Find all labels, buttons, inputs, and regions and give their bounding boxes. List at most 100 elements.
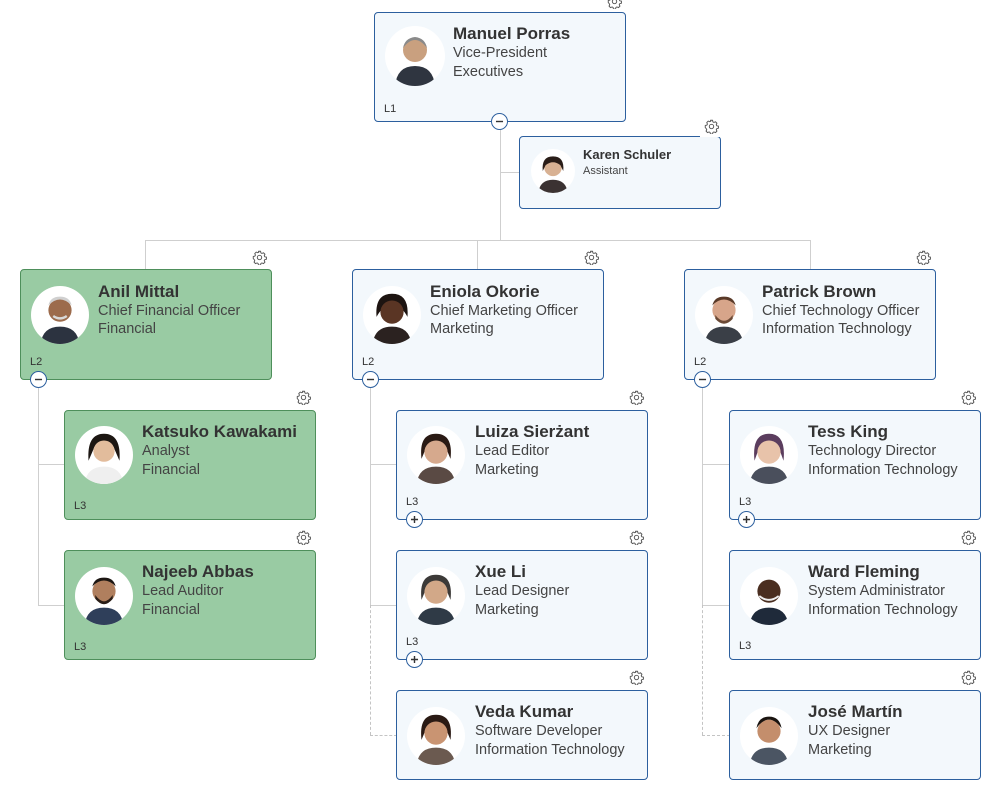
node-level: L2 <box>694 356 707 368</box>
node-name: Katsuko Kawakami <box>142 422 297 441</box>
node-name: Patrick Brown <box>762 282 877 301</box>
connector-line <box>500 130 501 240</box>
avatar <box>740 426 798 484</box>
connector-line <box>145 240 146 270</box>
org-node-assistant[interactable]: Karen Schuler Assistant <box>519 136 721 209</box>
connector-line <box>370 388 371 605</box>
node-title: Vice-President <box>453 45 548 61</box>
node-department: Information Technology <box>475 742 625 758</box>
node-name: Luiza Sierżant <box>475 422 590 441</box>
node-level: L2 <box>362 356 375 368</box>
node-department: Information Technology <box>808 462 958 478</box>
node-title: Assistant <box>583 165 628 177</box>
gear-icon[interactable] <box>625 666 647 688</box>
gear-icon[interactable] <box>580 246 602 268</box>
node-title: Software Developer <box>475 723 603 739</box>
org-node-luiza-sierzant[interactable]: Luiza Sierżant Lead Editor Marketing L3 <box>396 410 648 520</box>
collapse-toggle-icon[interactable] <box>491 113 508 130</box>
connector-dashed <box>370 605 371 735</box>
node-name: Manuel Porras <box>453 24 571 43</box>
node-level: L3 <box>406 496 419 508</box>
node-name: José Martín <box>808 702 903 721</box>
expand-toggle-icon[interactable] <box>406 651 423 668</box>
node-department: Marketing <box>430 321 494 337</box>
node-title: UX Designer <box>808 723 891 739</box>
org-node-veda-kumar[interactable]: Veda Kumar Software Developer Informatio… <box>396 690 648 780</box>
gear-icon[interactable] <box>957 666 979 688</box>
gear-icon[interactable] <box>957 386 979 408</box>
avatar <box>75 426 133 484</box>
connector-line <box>702 605 730 606</box>
connector-dashed <box>702 605 703 735</box>
node-title: Lead Editor <box>475 443 550 459</box>
connector-line <box>145 240 811 241</box>
org-node-ward-fleming[interactable]: Ward Fleming System Administrator Inform… <box>729 550 981 660</box>
org-node-anil-mittal[interactable]: Anil Mittal Chief Financial Officer Fina… <box>20 269 272 380</box>
node-department: Marketing <box>475 602 539 618</box>
avatar <box>695 286 753 344</box>
org-node-tess-king[interactable]: Tess King Technology Director Informatio… <box>729 410 981 520</box>
node-name: Xue Li <box>475 562 527 581</box>
gear-icon[interactable] <box>625 526 647 548</box>
gear-icon[interactable] <box>292 526 314 548</box>
org-node-katsuko-kawakami[interactable]: Katsuko Kawakami Analyst Financial L3 <box>64 410 316 520</box>
connector-line <box>810 240 811 270</box>
avatar <box>385 26 445 86</box>
gear-icon[interactable] <box>292 386 314 408</box>
org-node-patrick-brown[interactable]: Patrick Brown Chief Technology Officer I… <box>684 269 936 380</box>
connector-line <box>702 388 703 605</box>
node-name: Veda Kumar <box>475 702 574 721</box>
org-node-xue-li[interactable]: Xue Li Lead Designer Marketing L3 <box>396 550 648 660</box>
gear-icon[interactable] <box>957 526 979 548</box>
node-name: Ward Fleming <box>808 562 920 581</box>
org-node-eniola-okorie[interactable]: Eniola Okorie Chief Marketing Officer Ma… <box>352 269 604 380</box>
node-level: L3 <box>406 636 419 648</box>
avatar <box>31 286 89 344</box>
connector-line <box>38 388 39 605</box>
avatar <box>740 707 798 765</box>
gear-icon[interactable] <box>700 115 722 137</box>
node-title: System Administrator <box>808 583 945 599</box>
avatar <box>363 286 421 344</box>
avatar <box>407 567 465 625</box>
gear-icon[interactable] <box>625 386 647 408</box>
connector-line <box>477 240 478 270</box>
node-level: L3 <box>739 496 752 508</box>
gear-icon[interactable] <box>248 246 270 268</box>
org-node-jose-martin[interactable]: José Martín UX Designer Marketing <box>729 690 981 780</box>
avatar <box>531 149 575 193</box>
node-department: Marketing <box>808 742 872 758</box>
expand-toggle-icon[interactable] <box>738 511 755 528</box>
expand-toggle-icon[interactable] <box>406 511 423 528</box>
gear-icon[interactable] <box>603 0 625 12</box>
node-name: Anil Mittal <box>98 282 180 301</box>
connector-line <box>702 464 730 465</box>
connector-line <box>38 464 65 465</box>
collapse-toggle-icon[interactable] <box>30 371 47 388</box>
gear-icon[interactable] <box>912 246 934 268</box>
connector-line <box>38 605 65 606</box>
org-node-root[interactable]: Manuel Porras Vice-President Executives … <box>374 12 626 122</box>
node-title: Chief Marketing Officer <box>430 303 579 319</box>
avatar <box>407 426 465 484</box>
node-department: Financial <box>98 321 157 337</box>
collapse-toggle-icon[interactable] <box>694 371 711 388</box>
node-department: Executives <box>453 64 524 80</box>
node-department: Information Technology <box>762 321 912 337</box>
connector-dashed <box>702 735 730 736</box>
node-department: Financial <box>142 462 201 478</box>
org-node-najeeb-abbas[interactable]: Najeeb Abbas Lead Auditor Financial L3 <box>64 550 316 660</box>
node-department: Financial <box>142 602 201 618</box>
avatar <box>740 567 798 625</box>
connector-line <box>370 605 397 606</box>
node-name: Eniola Okorie <box>430 282 540 301</box>
collapse-toggle-icon[interactable] <box>362 371 379 388</box>
node-title: Technology Director <box>808 443 937 459</box>
node-title: Analyst <box>142 443 190 459</box>
node-name: Karen Schuler <box>583 147 672 162</box>
node-level: L2 <box>30 356 43 368</box>
connector-line <box>370 464 397 465</box>
node-title: Lead Designer <box>475 583 570 599</box>
node-title: Lead Auditor <box>142 583 224 599</box>
node-level: L1 <box>384 103 397 115</box>
